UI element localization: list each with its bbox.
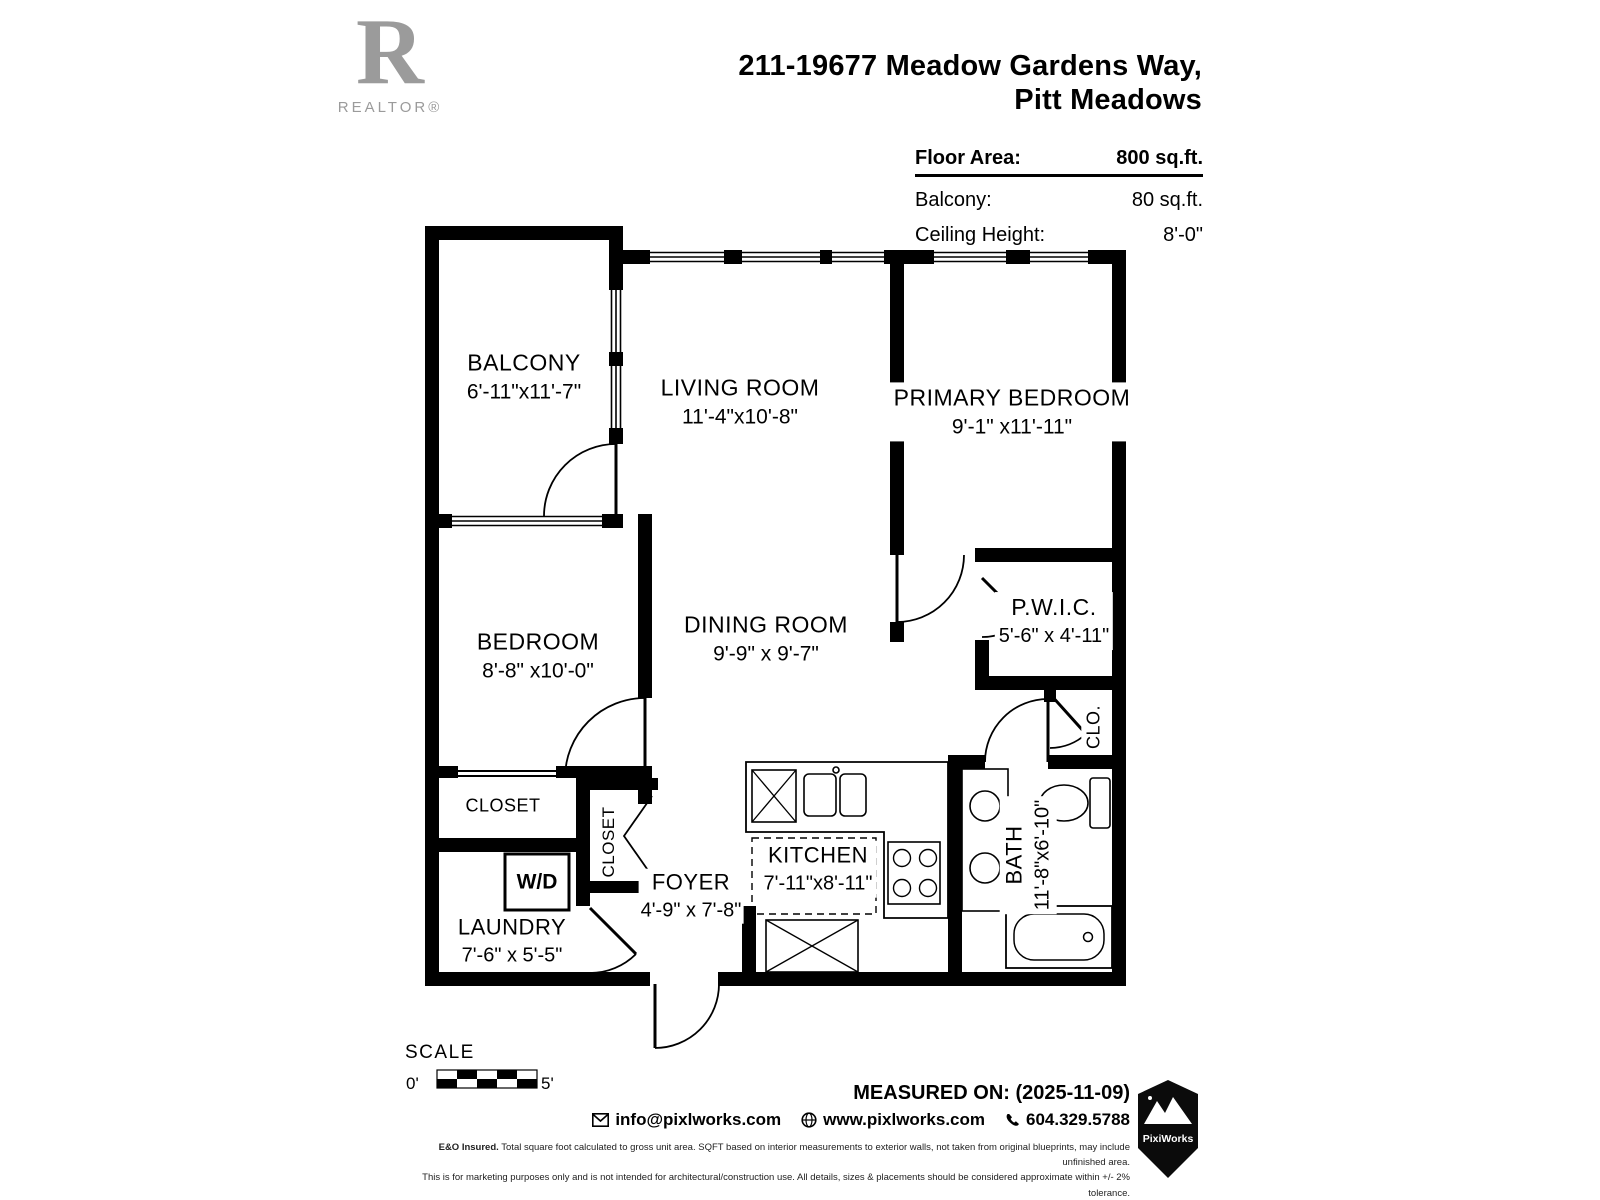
phone-icon [1006,1113,1019,1126]
wd-name: W/D [516,870,558,894]
balcony-divider-windows [609,290,623,428]
pixlworks-logo: PixiWorks [1138,1080,1198,1178]
balcony-label: Balcony: [915,189,992,211]
stat-floor-area: Floor Area: 800 sq.ft. [915,144,1203,177]
stat-balcony: Balcony: 80 sq.ft. [915,186,1203,215]
disclaimer-lead: E&O Insured. [438,1142,499,1153]
contact-phone: 604.329.5788 [1005,1110,1130,1130]
measured-on: MEASURED ON: (2025-11-09) [853,1082,1130,1104]
primary-bedroom-door [895,554,965,623]
bath-name: BATH [1001,825,1027,885]
address-line1: 211-19677 Meadow Gardens Way, [738,50,1202,82]
bedroom-closet-rod [458,770,556,777]
stat-ceiling: Ceiling Height: 8'-0" [915,221,1203,250]
living-room-dims: 11'-4"x10'-8" [682,405,798,429]
room-label-laundry: LAUNDRY 7'-6" x 5'-5" [457,913,567,969]
stove [887,841,941,905]
balcony-door [543,443,618,517]
scale-label: SCALE [405,1042,475,1063]
doors [543,443,1088,1049]
realtor-wordmark: REALTOR® [337,99,443,117]
room-label-kitchen: KITCHEN 7'-11"x8'-11" [759,840,877,898]
room-label-clo: CLO. [1081,700,1107,754]
ceiling-value: 8'-0" [1163,224,1203,246]
washer-dryer-box [503,852,571,912]
kitchen-name: KITCHEN [767,842,869,868]
realtor-r-icon: R [356,0,424,104]
pwic-name: P.W.I.C. [1011,594,1097,621]
kitchen-sink [803,766,867,817]
contact-email: info@pixlworks.com [592,1110,781,1130]
dining-room-dims: 9'-9" x 9'-7" [713,642,819,666]
floor-area-label: Floor Area: [915,147,1021,169]
contact-row: info@pixlworks.com www.pixlworks.com 604… [592,1110,1130,1130]
room-label-foyer: FOYER 4'-9" x 7'-8" [638,868,744,924]
disclaimer-line1: E&O Insured. Total square foot calculate… [410,1140,1130,1170]
room-label-living-room: LIVING ROOM 11'-4"x10'-8" [656,372,824,432]
room-label-bath: BATH 11'-8"x6'-10" [999,795,1057,915]
room-label-bedroom: BEDROOM 8'-8" x10'-0" [472,626,604,686]
primary-bedroom-windows [934,250,1088,264]
realtor-logo: R REALTOR® [330,0,450,117]
scale-bar [436,1069,538,1089]
room-label-foyer-closet: CLOSET [597,806,621,878]
phone-text: 604.329.5788 [1026,1110,1130,1129]
bedroom-closet-name: CLOSET [465,795,541,816]
globe-icon [801,1112,817,1128]
bedroom-dims: 8'-8" x10'-0" [482,659,594,683]
clo-name: CLO. [1083,704,1104,750]
living-room-windows [650,250,884,264]
scale-end: 5' [541,1074,554,1093]
kitchen-counter [745,761,949,919]
room-label-dining-room: DINING ROOM 9'-9" x 9'-7" [680,609,852,669]
disclaimer: E&O Insured. Total square foot calculate… [410,1140,1130,1200]
laundry-door [588,906,638,974]
bedroom-door [564,697,647,779]
entry-door [653,983,720,1049]
dining-room-name: DINING ROOM [684,611,848,638]
room-label-bedroom-closet: CLOSET [461,793,545,819]
pixlworks-wordmark: PixiWorks [1143,1133,1194,1145]
foyer-closet-bifold-doors [622,795,653,877]
balcony-name: BALCONY [467,349,581,376]
living-room-name: LIVING ROOM [660,374,820,401]
kitchen-dims: 7'-11"x8'-11" [763,872,873,895]
bath-door [984,698,1050,763]
mountains-icon [1144,1097,1192,1124]
bathtub [1005,905,1113,969]
bath-dims: 11'-8"x6'-10" [1031,799,1054,911]
windows [452,250,1088,528]
fridge [751,769,797,823]
balcony-dims: 6'-11"x11'-7" [466,380,582,404]
contact-website: www.pixlworks.com [801,1110,985,1130]
foyer-dims: 4'-9" x 7'-8" [640,899,742,922]
laundry-dims: 7'-6" x 5'-5" [461,944,563,967]
pwic-dims: 5'-6" x 4'-11" [998,624,1110,647]
bedroom-window [452,514,602,528]
email-icon [592,1113,610,1127]
scale-start: 0' [406,1074,419,1093]
email-text: info@pixlworks.com [615,1110,782,1129]
kitchen-island [765,919,859,973]
laundry-name: LAUNDRY [457,914,567,940]
room-label-primary-bedroom: PRIMARY BEDROOM 9'-1" x11'-11" [889,382,1135,442]
bedroom-name: BEDROOM [476,628,600,655]
primary-bedroom-dims: 9'-1" x11'-11" [951,415,1073,439]
floor-area-value: 800 sq.ft. [1116,147,1203,169]
disclaimer-line1-text: Total square foot calculated to gross un… [501,1142,1130,1169]
balcony-value: 80 sq.ft. [1131,189,1203,211]
foyer-name: FOYER [651,869,731,895]
website-text: www.pixlworks.com [823,1110,985,1129]
room-label-wd: W/D [513,867,562,896]
disclaimer-line2: This is for marketing purposes only and … [422,1172,1130,1199]
ceiling-label: Ceiling Height: [915,224,1046,246]
room-label-pwic: P.W.I.C. 5'-6" x 4'-11" [994,592,1114,650]
property-address: 211-19677 Meadow Gardens Way, Pitt Meado… [738,50,1202,117]
foyer-closet-name: CLOSET [598,806,618,878]
room-label-balcony: BALCONY 6'-11"x11'-7" [462,347,586,407]
address-line2: Pitt Meadows [1014,83,1202,116]
primary-bedroom-name: PRIMARY BEDROOM [893,384,1131,411]
area-stats: Floor Area: 800 sq.ft. Balcony: 80 sq.ft… [915,144,1203,256]
